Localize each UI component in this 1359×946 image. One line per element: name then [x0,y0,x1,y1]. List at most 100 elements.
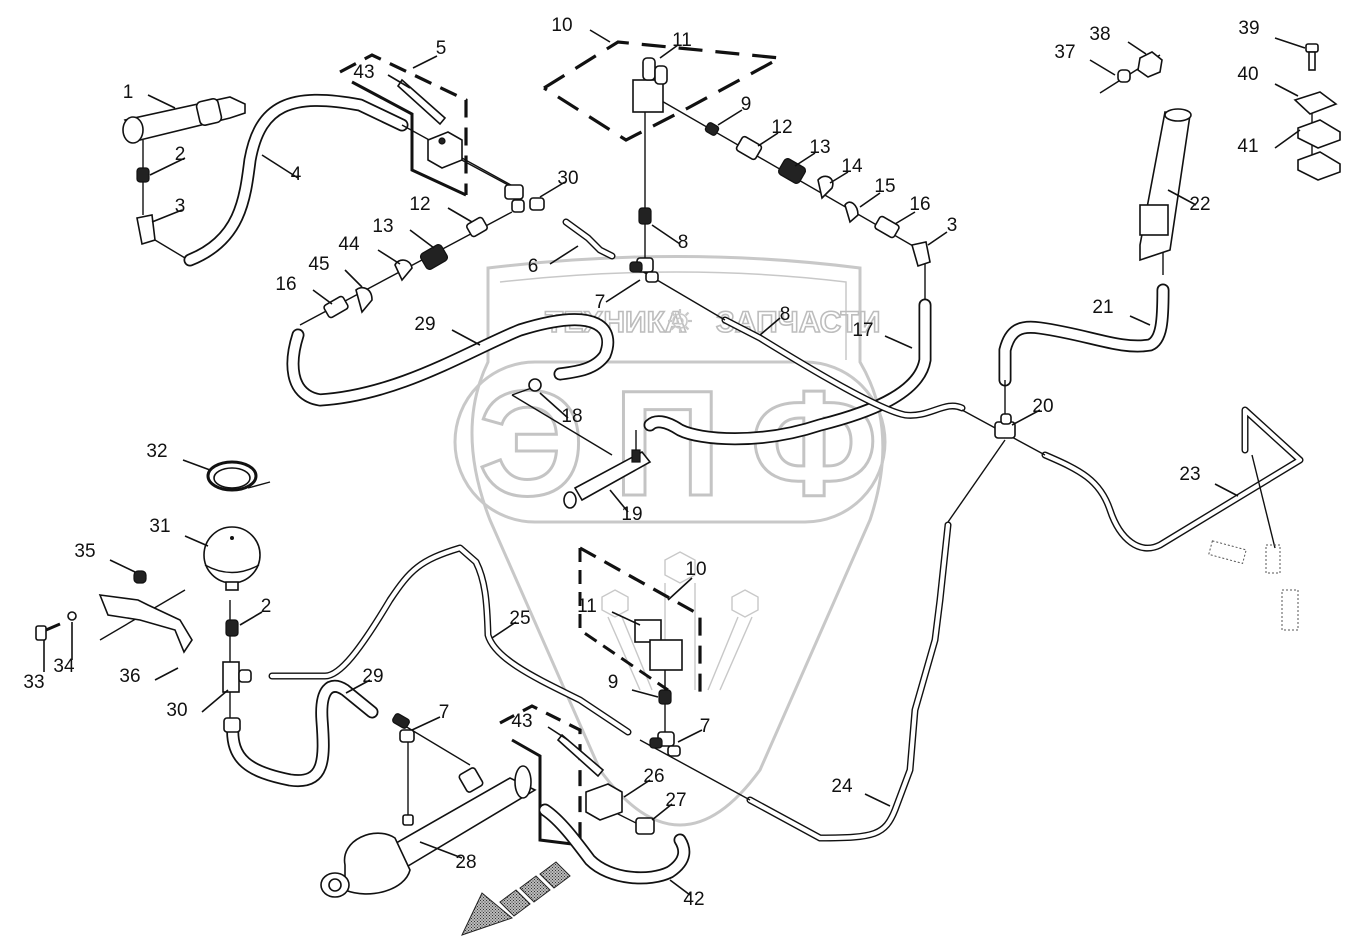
callout-leader-line [451,329,481,346]
callout-leader-line [411,716,441,731]
callout-leader-line [759,317,781,336]
callout-leader-line [412,55,438,69]
callout-leader-line [677,729,703,743]
watermark-wheat-emblem [601,551,759,691]
callout-label-7: 7 [595,292,606,313]
callout-labels: 1234543101191213141516330121344451668782… [23,15,1306,910]
callout-label-26: 26 [643,766,664,787]
part-12-adapter [735,135,763,161]
callout-leader-line [651,803,673,821]
callout-leader-line [387,74,411,89]
callout-label-29: 29 [362,666,383,687]
part-2-nipple [136,167,150,183]
callout-leader-line [147,94,176,109]
watermark-shield-outline [470,255,885,827]
callout-label-40: 40 [1237,64,1258,85]
callout-leader-line [154,667,179,681]
part-fitting-30-lower [223,717,241,733]
callout-label-3: 3 [947,215,958,236]
callout-label-8: 8 [780,304,791,325]
part-3-elbow [136,214,156,246]
callout-leader-line [539,392,569,419]
callout-label-4: 4 [291,164,302,185]
part-28-hydraulic-cylinder [320,765,537,898]
callout-leader-line [631,689,659,698]
callout-label-10: 10 [685,559,706,580]
callout-leader-line [539,181,566,198]
part-9-fitting-b [658,689,672,705]
callout-label-39: 39 [1238,18,1259,39]
part-13-quick-coupler [777,158,807,184]
callout-leader-line [201,689,229,713]
callout-leader-line [669,879,691,896]
callout-leader-line [151,209,183,223]
part-41-clamp-bottom [1297,151,1341,181]
callout-leader-line [345,679,371,694]
watermark: ТЕХНИКА ЗАПЧАСТИ ЭПФ [453,255,887,827]
callout-leader-line [447,207,473,223]
callout-leader-line [829,171,849,184]
callout-label-15: 15 [874,176,895,197]
callout-label-38: 38 [1089,24,1110,45]
part-16-coupler-plug-b [323,295,349,319]
callout-label-11: 11 [672,30,692,51]
callout-label-5: 5 [436,38,447,59]
part-43-lever-b [556,733,605,778]
callout-label-13: 13 [809,137,830,158]
callout-leader-line [1129,315,1151,326]
part-12-adapter-b [466,216,488,238]
part-43-lever [396,78,447,126]
callout-label-30: 30 [557,168,578,189]
callout-label-24: 24 [831,776,853,797]
callout-label-14: 14 [841,156,863,177]
callout-leader-line [1011,409,1041,426]
callout-leader-line [261,154,299,179]
callout-leader-line [864,793,891,807]
callout-label-8: 8 [678,232,689,253]
callout-label-30: 30 [166,700,187,721]
callout-leader-line [344,269,363,288]
callout-label-10: 10 [551,15,572,36]
callout-label-1: 1 [123,82,134,103]
callout-label-11: 11 [577,596,597,617]
part-11-solenoid-valve [632,57,668,113]
part-22-cylinder [1139,108,1192,262]
part-34-washer [67,611,77,621]
callout-leader-line [1089,59,1116,76]
part-32-hose-clamp [206,460,271,492]
part-19-cylinder [563,449,652,509]
callout-leader-line [184,535,209,547]
callout-leader-line [109,559,136,573]
part-26-valve-block [585,783,623,821]
callout-label-36: 36 [119,666,140,687]
part-14-dust-cap [817,175,834,200]
callout-label-27: 27 [665,790,686,811]
callout-leader-line [651,224,681,245]
callout-label-9: 9 [608,672,619,693]
callout-leader-line [377,249,401,265]
callout-label-35: 35 [74,541,95,562]
part-5-valve-block [427,131,463,169]
pipes [183,93,1304,885]
callout-leader-line [794,152,816,167]
callout-label-12: 12 [771,117,792,138]
part-20-cross-fitting [994,413,1016,439]
callout-leader-line [1167,189,1197,206]
callout-label-28: 28 [455,852,476,873]
part-23-ghost-fittings [1208,540,1299,631]
part-30-tee-b [222,661,252,693]
callout-label-17: 17 [852,320,873,341]
valve-assembly-group-10-top [543,40,786,142]
callout-leader-line [659,44,679,59]
part-2-nipple-b [225,619,239,637]
callout-label-29: 29 [414,314,435,335]
callout-leader-line [623,779,651,798]
part-3-elbow-b [910,241,931,268]
callout-leader-line [419,841,463,859]
callout-label-2: 2 [175,144,186,165]
callout-leader-line [757,132,779,147]
callout-leader-line [884,335,913,349]
callout-leader-line [1214,483,1239,497]
callout-leader-line [609,489,629,513]
